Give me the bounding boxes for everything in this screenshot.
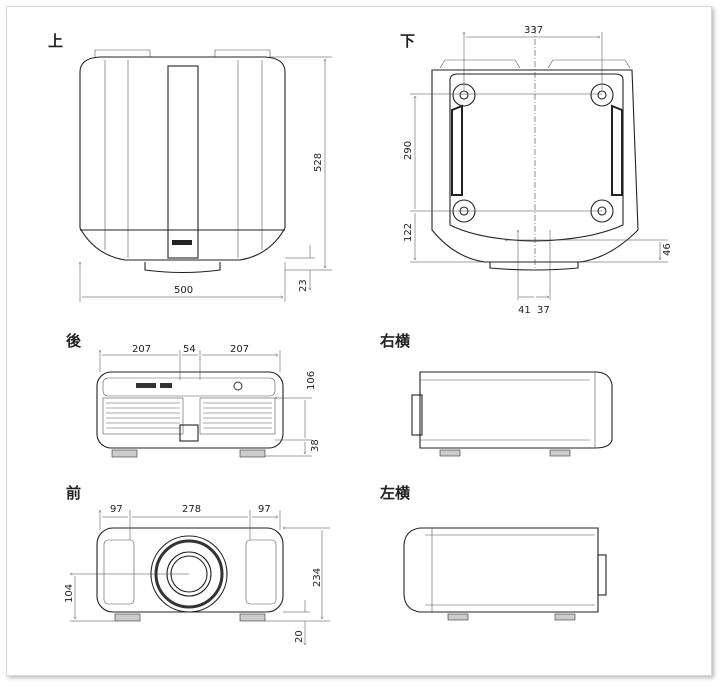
rear-view-title: 後 <box>65 332 82 350</box>
projector-body-left <box>403 527 599 613</box>
left-side-title: 左横 <box>379 484 411 502</box>
rear-vent-left <box>102 397 184 435</box>
dim-rear-center: 54 <box>183 344 196 355</box>
projector-body-top <box>79 56 286 261</box>
dim-front-right: 97 <box>258 504 271 515</box>
dim-depth: 528 <box>313 153 324 172</box>
power-inlet-icon <box>179 424 199 442</box>
right-side-title: 右横 <box>380 332 411 350</box>
dim-lens-height: 104 <box>64 584 75 603</box>
dim-foot-top: 23 <box>298 279 309 292</box>
front-vent-left <box>103 539 135 605</box>
dim-foot-depth: 290 <box>403 141 414 160</box>
dim-front-foot: 20 <box>294 630 305 643</box>
right-side-view: 右横 <box>380 332 613 457</box>
dim-front-height: 234 <box>312 568 323 587</box>
dim-rear-upper: 106 <box>306 371 317 390</box>
rear-view: 後 207 54 207 106 38 <box>65 332 321 458</box>
bottom-view-title: 下 <box>400 32 415 50</box>
lens-ring-left <box>597 554 607 596</box>
front-view: 前 97 278 97 104 234 20 <box>64 484 330 645</box>
front-vent-right <box>245 539 277 605</box>
dim-rear-offset: 122 <box>403 223 414 242</box>
lens-foot <box>144 262 221 274</box>
top-view: 上 500 528 23 <box>48 32 332 302</box>
dim-left-offset: 41 <box>518 305 531 316</box>
projector-body-rear <box>96 371 284 449</box>
dim-front-left: 97 <box>110 504 123 515</box>
dim-width: 500 <box>174 285 193 296</box>
drawing-frame <box>6 6 712 676</box>
top-center-panel <box>167 65 199 259</box>
dim-foot-span: 337 <box>524 25 543 36</box>
dim-lens-offset: 46 <box>662 243 673 256</box>
dim-rear-lower: 38 <box>310 439 321 452</box>
connector-panel <box>102 377 276 397</box>
dim-rear-right: 207 <box>230 344 249 355</box>
dim-right-offset: 37 <box>537 305 550 316</box>
foot-icons <box>452 83 614 223</box>
top-view-title: 上 <box>48 32 63 50</box>
left-side-view: 左横 <box>379 484 607 621</box>
dim-front-center: 278 <box>182 504 201 515</box>
bottom-view: 下 337 290 122 46 41 37 <box>400 25 673 316</box>
front-view-title: 前 <box>66 484 81 502</box>
rear-vent-right <box>199 397 276 435</box>
dim-rear-left: 207 <box>132 344 151 355</box>
lens-ring-right <box>411 394 423 436</box>
projector-body-right <box>419 371 613 449</box>
